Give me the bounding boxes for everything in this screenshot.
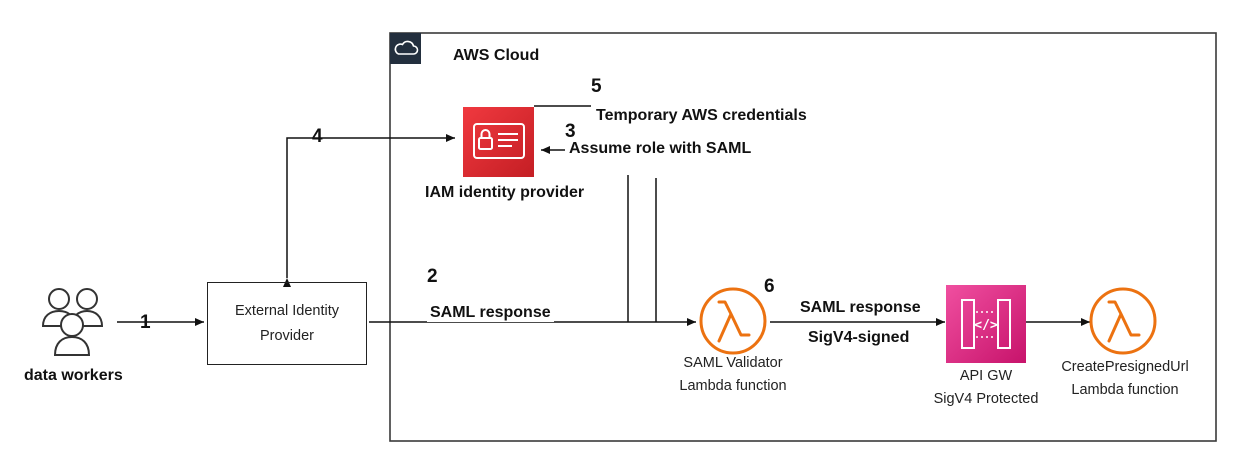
step-5-label: 5 (591, 76, 602, 97)
saml-response-signed-label: SAML response (797, 299, 924, 317)
api-gw-caption: API GW SigV4 Protected (916, 365, 1056, 411)
saml-validator-line2: Lambda function (679, 378, 787, 394)
data-workers-label: data workers (24, 367, 123, 384)
saml-validator-line1: SAML Validator (683, 355, 783, 371)
saml-validator-caption: SAML Validator Lambda function (653, 352, 813, 398)
svg-text:</>: </> (974, 318, 998, 333)
step-4-label: 4 (312, 126, 323, 147)
sigv4-signed-label: SigV4-signed (805, 329, 913, 347)
cloud-icon (390, 33, 421, 64)
api-gw-line2: SigV4 Protected (933, 391, 1039, 407)
presign-caption: CreatePresignedUrl Lambda function (1050, 356, 1200, 402)
presign-line2: Lambda function (1071, 382, 1179, 398)
presign-line1: CreatePresignedUrl (1061, 359, 1189, 375)
api-gateway-icon: </> (946, 285, 1026, 363)
iam-identity-provider-label: IAM identity provider (425, 184, 585, 201)
users-icon (41, 288, 104, 356)
temporary-credentials-label: Temporary AWS credentials (594, 107, 809, 125)
external-identity-provider-box: External Identity Provider (207, 282, 367, 365)
lambda-icon (1089, 287, 1157, 355)
external-idp-line2: Provider (259, 327, 314, 344)
step-2-label: 2 (427, 266, 438, 287)
external-idp-line1: External Identity (235, 302, 339, 319)
arrow-step-4 (283, 134, 455, 287)
step-3-label: 3 (565, 121, 576, 142)
iam-identity-icon (463, 107, 534, 177)
api-gw-line1: API GW (959, 368, 1013, 384)
aws-cloud-label: AWS Cloud (453, 47, 540, 64)
step-6-label: 6 (764, 276, 775, 297)
assume-role-label: Assume role with SAML (567, 140, 754, 158)
saml-response-label: SAML response (427, 304, 554, 322)
step-1-label: 1 (140, 312, 151, 333)
lambda-icon (699, 287, 767, 355)
